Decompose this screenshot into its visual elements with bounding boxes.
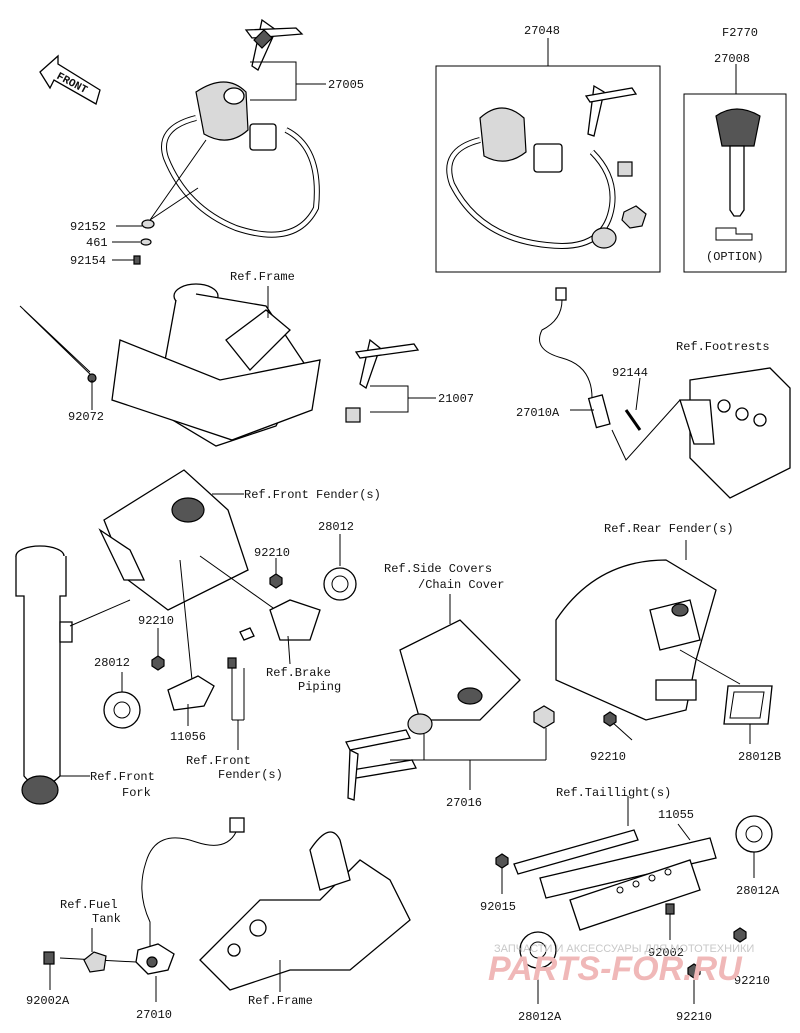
frame-head	[19, 283, 321, 447]
frame-rear	[199, 831, 411, 992]
label-27010a: 27010A	[516, 406, 560, 420]
front-fork-tube	[15, 545, 131, 805]
label-92210-e: 92210	[676, 1010, 712, 1024]
label-ref-fuel-tank-1: Ref.Fuel	[60, 898, 118, 912]
label-28012-b: 28012	[94, 656, 130, 670]
watermark-text-big: PARTS-FOR.RU	[488, 950, 743, 988]
brake-hose-clamp	[239, 599, 321, 665]
label-ref-taillights: Ref.Taillight(s)	[556, 786, 671, 800]
rear-fender	[555, 540, 741, 741]
bolt-92002	[665, 903, 675, 940]
label-ref-rear-fenders: Ref.Rear Fender(s)	[604, 522, 734, 536]
label-ref-fuel-tank-2: Tank	[92, 912, 121, 926]
label-ref-frame-bottom: Ref.Frame	[248, 994, 313, 1008]
label-27048: 27048	[524, 24, 560, 38]
bracket-11056	[167, 675, 215, 726]
label-92144: 92144	[612, 366, 648, 380]
label-ref-side-covers-2: /Chain Cover	[418, 578, 504, 592]
label-option: (OPTION)	[706, 250, 764, 264]
label-ref-front-fender-1: Ref.Front	[186, 754, 251, 768]
label-92002a: 92002A	[26, 994, 70, 1008]
fuel-tank-ref	[83, 928, 107, 973]
label-ref-brake-2: Piping	[298, 680, 341, 694]
label-92210-a: 92210	[254, 546, 290, 560]
label-28012a-a: 28012A	[736, 884, 780, 898]
label-ref-front-fork-1: Ref.Front	[90, 770, 155, 784]
grommet-28012a-b	[519, 931, 557, 1004]
label-ref-footrests: Ref.Footrests	[676, 340, 770, 354]
bolt-92002a	[43, 951, 55, 990]
label-ref-side-covers-1: Ref.Side Covers	[384, 562, 492, 576]
label-ref-frame-top: Ref.Frame	[230, 270, 295, 284]
label-ref-front-fork-2: Fork	[122, 786, 151, 800]
label-28012b: 28012B	[738, 750, 781, 764]
nut-92210-e	[687, 963, 701, 1004]
front-arrow-icon: FRONT	[39, 54, 101, 105]
label-21007: 21007	[438, 392, 474, 406]
sensor-27010	[59, 817, 245, 1002]
nut-92015	[495, 853, 509, 894]
label-27010: 27010	[136, 1008, 172, 1022]
label-28012a-b: 28012A	[518, 1010, 562, 1024]
label-27016: 27016	[446, 796, 482, 810]
label-27005: 27005	[328, 78, 364, 92]
key-set-21007	[345, 338, 436, 423]
nut-92210-d	[733, 927, 747, 943]
label-27008: 27008	[714, 52, 750, 66]
label-92210-c: 92210	[590, 750, 626, 764]
grommet-28012a-a	[735, 815, 773, 878]
blank-key-27008	[683, 64, 787, 273]
label-92002: 92002	[648, 946, 684, 960]
ignition-switch-assembly	[112, 18, 326, 265]
label-92072: 92072	[68, 410, 104, 424]
label-461: 461	[86, 236, 108, 250]
grommet-28012-a	[323, 534, 357, 601]
side-cover	[399, 594, 521, 721]
label-92210-d: 92210	[734, 974, 770, 988]
watermark-text-small: ЗАПЧАСТИ И АКСЕССУАРЫ ДЛЯ МОТОТЕХНИКИ	[494, 943, 754, 955]
label-92015: 92015	[480, 900, 516, 914]
label-92210-b: 92210	[138, 614, 174, 628]
front-fender-bracket	[98, 469, 291, 681]
label-ref-brake-1: Ref.Brake	[266, 666, 331, 680]
label-92154: 92154	[70, 254, 106, 268]
nut-92210-a	[269, 558, 283, 589]
nut-92210-c	[603, 711, 617, 727]
label-ref-front-fender-2: Fender(s)	[218, 768, 283, 782]
label-11055: 11055	[658, 808, 694, 822]
nut-92210-b	[151, 628, 165, 671]
grommet-28012-b	[103, 672, 141, 729]
label-ref-front-fenders: Ref.Front Fender(s)	[244, 488, 381, 502]
fender-bolts	[227, 657, 245, 750]
label-92152: 92152	[70, 220, 106, 234]
label-f2770: F2770	[722, 26, 758, 40]
side-stand-switch-27010a	[539, 287, 681, 461]
taillight-bracket-11055	[513, 796, 717, 931]
label-11056: 11056	[170, 730, 206, 744]
lock-set-27016	[345, 705, 555, 801]
label-28012-a: 28012	[318, 520, 354, 534]
footrest-bracket	[679, 367, 791, 499]
key-set-27048	[435, 38, 661, 273]
reflector-28012b	[723, 685, 773, 744]
